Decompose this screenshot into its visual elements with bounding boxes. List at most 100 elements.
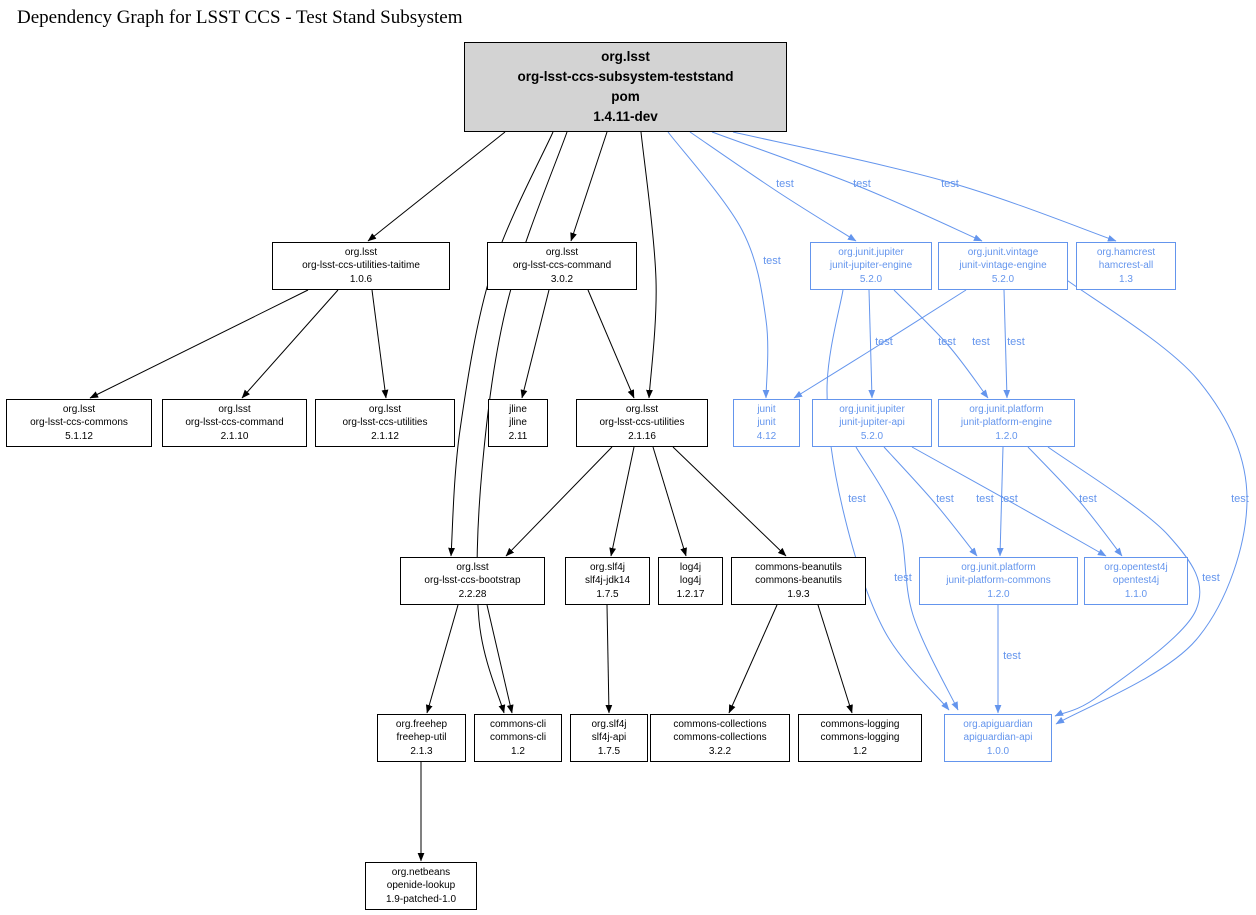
node-label-line: commons-cli	[489, 719, 547, 731]
node-label-line: 1.2.17	[676, 588, 705, 600]
node-label-line: org.junit.platform	[969, 404, 1044, 416]
node-label-line: org-lsst-ccs-utilities	[342, 417, 428, 429]
edge-utilities-2116-slf4j-jdk14	[609, 446, 635, 557]
node-label-line: org.junit.platform	[961, 562, 1036, 574]
edge-label-junit-jupiter-api-junit-platform-commons: test	[936, 493, 954, 505]
node-label-line: 4.12	[756, 430, 777, 442]
edge-teststand-root-commons-cli	[476, 131, 568, 714]
node-label-line: 3.0.2	[550, 273, 574, 285]
node-label-line: 2.2.28	[458, 588, 487, 600]
node-label-line: 1.2	[853, 745, 867, 757]
edge-junit-jupiter-engine-junit-platform-engine	[893, 289, 989, 399]
node-label-line: commons-logging	[820, 732, 900, 744]
node-label-line: 5.2.0	[860, 430, 884, 442]
edge-utilities-taitime-utilities-2112	[371, 289, 389, 399]
edge-label-junit-vintage-engine-apiguardian-api: test	[1231, 493, 1249, 505]
edge-commons-beanutils-commons-logging	[817, 604, 853, 714]
node-label-line: org-lsst-ccs-utilities-taitime	[302, 260, 420, 272]
node-label-line: 1.2.0	[987, 588, 1010, 600]
edge-utilities-taitime-ccs-commons	[89, 289, 309, 399]
edge-junit-vintage-engine-junit-platform-engine	[1003, 289, 1011, 399]
node-label-line: org.freehep	[395, 719, 448, 731]
node-label-line: junit-platform-commons	[946, 575, 1051, 587]
node-label-line: opentest4j	[1112, 575, 1160, 587]
node-label-line: org.slf4j	[591, 719, 627, 731]
edge-junit-vintage-engine-junit-412	[793, 289, 967, 399]
node-label-line: freehep-util	[396, 732, 447, 744]
edge-slf4j-jdk14-slf4j-api	[605, 604, 613, 714]
edge-junit-platform-engine-opentest4j	[1027, 446, 1123, 557]
node-label-line: org.hamcrest	[1096, 247, 1156, 259]
edge-command-302-jline	[520, 289, 550, 399]
node-label-line: jline	[509, 404, 527, 416]
edge-junit-vintage-engine-apiguardian-api	[1055, 277, 1248, 725]
node-label-line: slf4j-api	[591, 732, 627, 744]
node-label-line: commons-cli	[489, 732, 547, 744]
node-label-line: org.lsst	[368, 404, 402, 416]
node-label-line: 1.2.0	[995, 430, 1018, 442]
edge-utilities-2116-log4j	[652, 446, 687, 557]
edge-label-teststand-root-junit-412: test	[763, 255, 781, 267]
node-label-line: org.lsst	[218, 404, 251, 416]
node-label-line: org.lsst	[625, 404, 659, 416]
node-label-line: log4j	[679, 562, 702, 574]
node-label-line: org-lsst-ccs-command	[185, 417, 284, 429]
node-label-line: org.netbeans	[391, 867, 451, 879]
edge-utilities-2116-ccs-bootstrap	[505, 446, 613, 557]
node-label-line: 1.0.6	[349, 273, 373, 285]
node-label-line: org.apiguardian	[963, 719, 1033, 731]
edge-label-junit-jupiter-engine-apiguardian-api: test	[848, 493, 866, 505]
node-label-line: commons-beanutils	[755, 575, 842, 587]
edge-label-junit-jupiter-api-apiguardian-api: test	[894, 572, 912, 584]
edge-junit-jupiter-api-apiguardian-api	[855, 446, 959, 711]
edge-junit-jupiter-api-opentest4j	[911, 446, 1107, 557]
node-label-line: junit	[757, 404, 776, 416]
node-label-line: org-lsst-ccs-commons	[30, 417, 128, 429]
edge-teststand-root-junit-jupiter-engine	[689, 131, 857, 242]
edge-teststand-root-junit-vintage-engine	[711, 131, 983, 242]
node-label-line: org.slf4j	[589, 562, 625, 574]
edge-commons-beanutils-commons-collections	[728, 604, 778, 714]
node-label-line: commons-collections	[673, 719, 767, 731]
edge-teststand-root-hamcrest-all	[732, 131, 1117, 242]
node-label-line: commons-beanutils	[755, 562, 842, 574]
node-label-line: 2.1.10	[220, 430, 249, 442]
node-label-line: 1.7.5	[597, 745, 621, 757]
edge-teststand-root-ccs-bootstrap	[448, 131, 554, 557]
edge-label-junit-platform-engine-apiguardian-api: test	[1202, 572, 1220, 584]
node-label-line: 2.1.3	[410, 745, 433, 757]
node-label-line: hamcrest-all	[1098, 260, 1154, 272]
node-label-line: 1.1.0	[1124, 588, 1148, 600]
edge-teststand-root-utilities-taitime	[367, 131, 506, 242]
node-label-line: junit-platform-engine	[960, 417, 1053, 429]
node-label-line: slf4j-jdk14	[584, 575, 631, 587]
node-label-line: 1.2	[511, 745, 525, 757]
edge-junit-jupiter-engine-apiguardian-api	[826, 289, 950, 711]
node-label-line: junit-jupiter-api	[839, 417, 905, 429]
edge-teststand-root-junit-412	[667, 131, 770, 399]
edge-junit-platform-engine-apiguardian-api	[1047, 446, 1201, 717]
node-label-line: org-lsst-ccs-bootstrap	[424, 575, 521, 587]
node-label-line: org.opentest4j	[1104, 562, 1168, 574]
edge-label-teststand-root-junit-vintage-engine: test	[853, 178, 871, 190]
node-label-line: 1.4.11-dev	[593, 109, 658, 125]
edge-ccs-bootstrap-freehep-util	[425, 604, 459, 714]
